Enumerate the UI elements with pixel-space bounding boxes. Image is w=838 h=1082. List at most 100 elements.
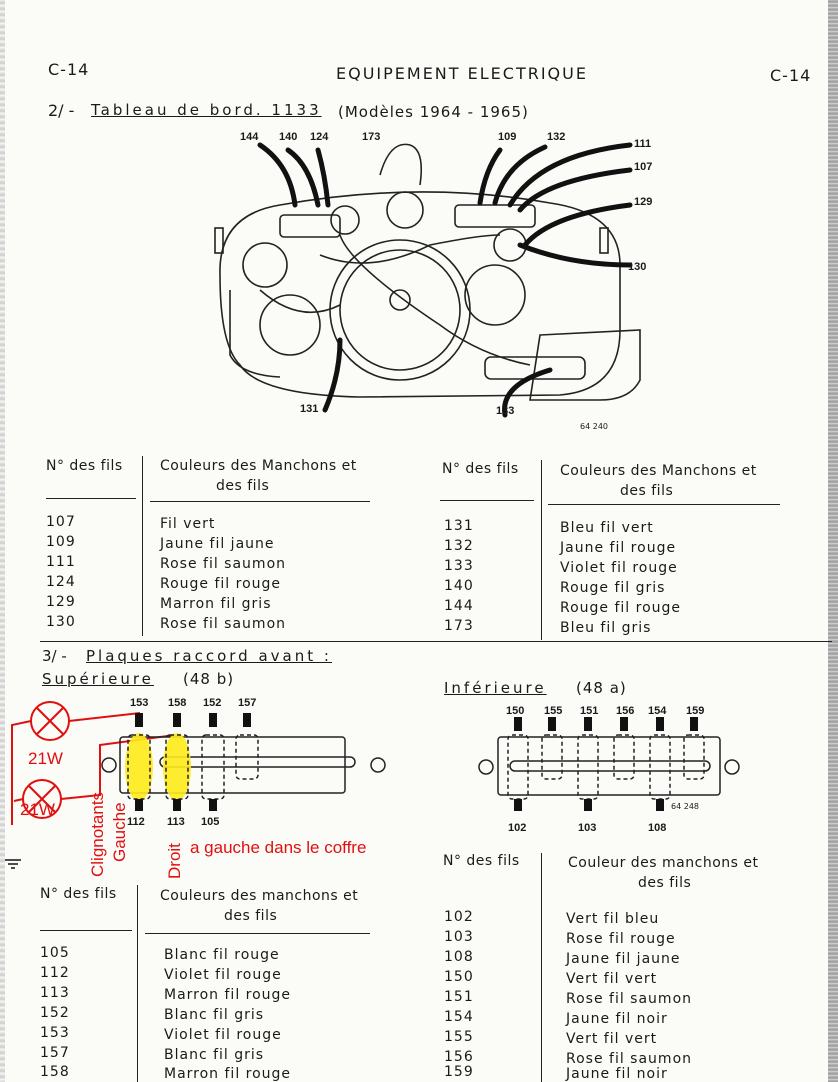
scan-right-edge xyxy=(828,0,838,1082)
table-cell-color: Violet fil rouge xyxy=(164,1027,282,1043)
table-cell-number: 108 xyxy=(444,949,474,965)
table-header-colors-line2: des fils xyxy=(216,478,270,494)
plate-wire-label: 151 xyxy=(580,705,599,717)
page-number-left: C-14 xyxy=(48,60,90,79)
table-cell-color: Jaune fil noir xyxy=(566,1066,668,1082)
superieure-ref: (48 b) xyxy=(183,670,235,688)
table-column-divider xyxy=(142,456,143,636)
superieure-plate-diagram xyxy=(11,701,386,825)
table-cell-number: 133 xyxy=(444,558,474,574)
table-cell-color: Violet fil rouge xyxy=(164,967,282,983)
wire-label: 124 xyxy=(310,131,329,143)
plate-wire-label: 150 xyxy=(506,705,525,717)
wire-label: 133 xyxy=(496,405,515,417)
table-cell-number: 155 xyxy=(444,1029,474,1045)
page-number-right: C-14 xyxy=(770,66,812,85)
plate-wire-label: 153 xyxy=(130,697,149,709)
page-title: EQUIPEMENT ELECTRIQUE xyxy=(336,64,588,83)
table-header-wire-number: N° des fils xyxy=(40,886,117,902)
plate-wire-label: 113 xyxy=(167,816,185,828)
scan-left-edge xyxy=(0,0,5,1082)
table-cell-number: 158 xyxy=(40,1064,70,1080)
table-cell-number: 151 xyxy=(444,989,474,1005)
table-cell-number: 132 xyxy=(444,538,474,554)
table-divider xyxy=(46,498,136,499)
lamp-label-21w: 21W xyxy=(20,800,55,819)
table-cell-color: Jaune fil jaune xyxy=(160,536,275,552)
plate-wire-label: 112 xyxy=(127,816,145,828)
table-cell-number: 105 xyxy=(40,945,70,961)
plate-wire-label: 156 xyxy=(616,705,635,717)
section2-number: 2/ - xyxy=(48,101,75,120)
table-cell-color: Rose fil saumon xyxy=(160,616,287,632)
table-cell-number: 152 xyxy=(40,1005,70,1021)
table-header-colors: Couleur des manchons et xyxy=(568,855,759,871)
table-header-colors-line2: des fils xyxy=(620,483,674,499)
table-header-wire-number: N° des fils xyxy=(443,853,520,869)
plate-wire-label: 154 xyxy=(648,705,667,717)
table-cell-color: Marron fil gris xyxy=(160,596,272,612)
table-cell-number: 157 xyxy=(40,1045,70,1061)
table-header-colors-line2: des fils xyxy=(638,875,692,891)
superieure-label: Supérieure xyxy=(42,670,154,688)
section-separator xyxy=(40,641,832,642)
wire-label: 109 xyxy=(498,131,517,143)
table-cell-color: Bleu fil gris xyxy=(560,620,652,636)
table-header-colors: Couleurs des Manchons et xyxy=(560,463,757,479)
table-header-wire-number: N° des fils xyxy=(442,461,519,477)
wire-label: 130 xyxy=(628,261,647,273)
table-cell-number: 140 xyxy=(444,578,474,594)
plate-wire-label: 108 xyxy=(648,822,667,834)
table-cell-number: 129 xyxy=(46,594,76,610)
table-column-divider xyxy=(137,885,138,1082)
wire-label: 111 xyxy=(634,138,652,150)
table-cell-color: Rose fil saumon xyxy=(566,991,693,1007)
table-cell-color: Vert fil vert xyxy=(566,1031,658,1047)
plate-wire-label: 102 xyxy=(508,822,527,834)
plate-wire-label: 158 xyxy=(168,697,187,709)
table-cell-number: 102 xyxy=(444,909,474,925)
table-header-colors-line2: des fils xyxy=(224,908,278,924)
inferieure-label: Inférieure xyxy=(444,679,547,697)
table-column-divider xyxy=(541,460,542,640)
table-cell-number: 154 xyxy=(444,1009,474,1025)
table-cell-color: Bleu fil vert xyxy=(560,520,654,536)
table-cell-number: 144 xyxy=(444,598,474,614)
table-cell-color: Rouge fil gris xyxy=(560,580,666,596)
wire-label: 144 xyxy=(240,131,259,143)
table-cell-number: 109 xyxy=(46,534,76,550)
plate-wire-label: 152 xyxy=(203,697,222,709)
table-cell-color: Fil vert xyxy=(160,516,216,532)
dashboard-wiring-diagram xyxy=(214,142,641,418)
table-column-divider xyxy=(541,853,542,1082)
lamp-label-21w: 21W xyxy=(28,749,63,768)
table-header-colors: Couleurs des manchons et xyxy=(160,888,359,904)
table-header-wire-number: N° des fils xyxy=(46,458,123,474)
table-cell-number: 159 xyxy=(444,1064,474,1080)
table-cell-color: Rose fil saumon xyxy=(160,556,287,572)
table-cell-color: Blanc fil gris xyxy=(164,1047,265,1063)
section3-number: 3/ - xyxy=(42,647,67,665)
table-header-colors: Couleurs des Manchons et xyxy=(160,458,357,474)
wire-label: 140 xyxy=(279,131,298,143)
table-cell-color: Jaune fil jaune xyxy=(566,951,681,967)
table-cell-number: 111 xyxy=(46,554,76,570)
table-divider xyxy=(40,930,132,931)
table-cell-color: Rose fil saumon xyxy=(566,1051,693,1067)
table-cell-color: Rouge fil rouge xyxy=(560,600,682,616)
table-cell-color: Violet fil rouge xyxy=(560,560,678,576)
table-cell-number: 156 xyxy=(444,1049,474,1065)
table-divider xyxy=(548,504,780,505)
table-cell-number: 103 xyxy=(444,929,474,945)
plate-wire-label: 105 xyxy=(201,816,220,828)
section2-subtitle: (Modèles 1964 - 1965) xyxy=(338,103,529,121)
table-cell-color: Rouge fil rouge xyxy=(160,576,282,592)
table-cell-number: 112 xyxy=(40,965,70,981)
annotation-droit: Droit xyxy=(165,843,184,879)
wire-label: 129 xyxy=(634,196,653,208)
diagram-reference: 64 240 xyxy=(580,422,608,431)
table-cell-number: 131 xyxy=(444,518,474,534)
inferieure-plate-diagram xyxy=(478,717,740,811)
table-cell-number: 153 xyxy=(40,1025,70,1041)
plate-wire-label: 155 xyxy=(544,705,563,717)
